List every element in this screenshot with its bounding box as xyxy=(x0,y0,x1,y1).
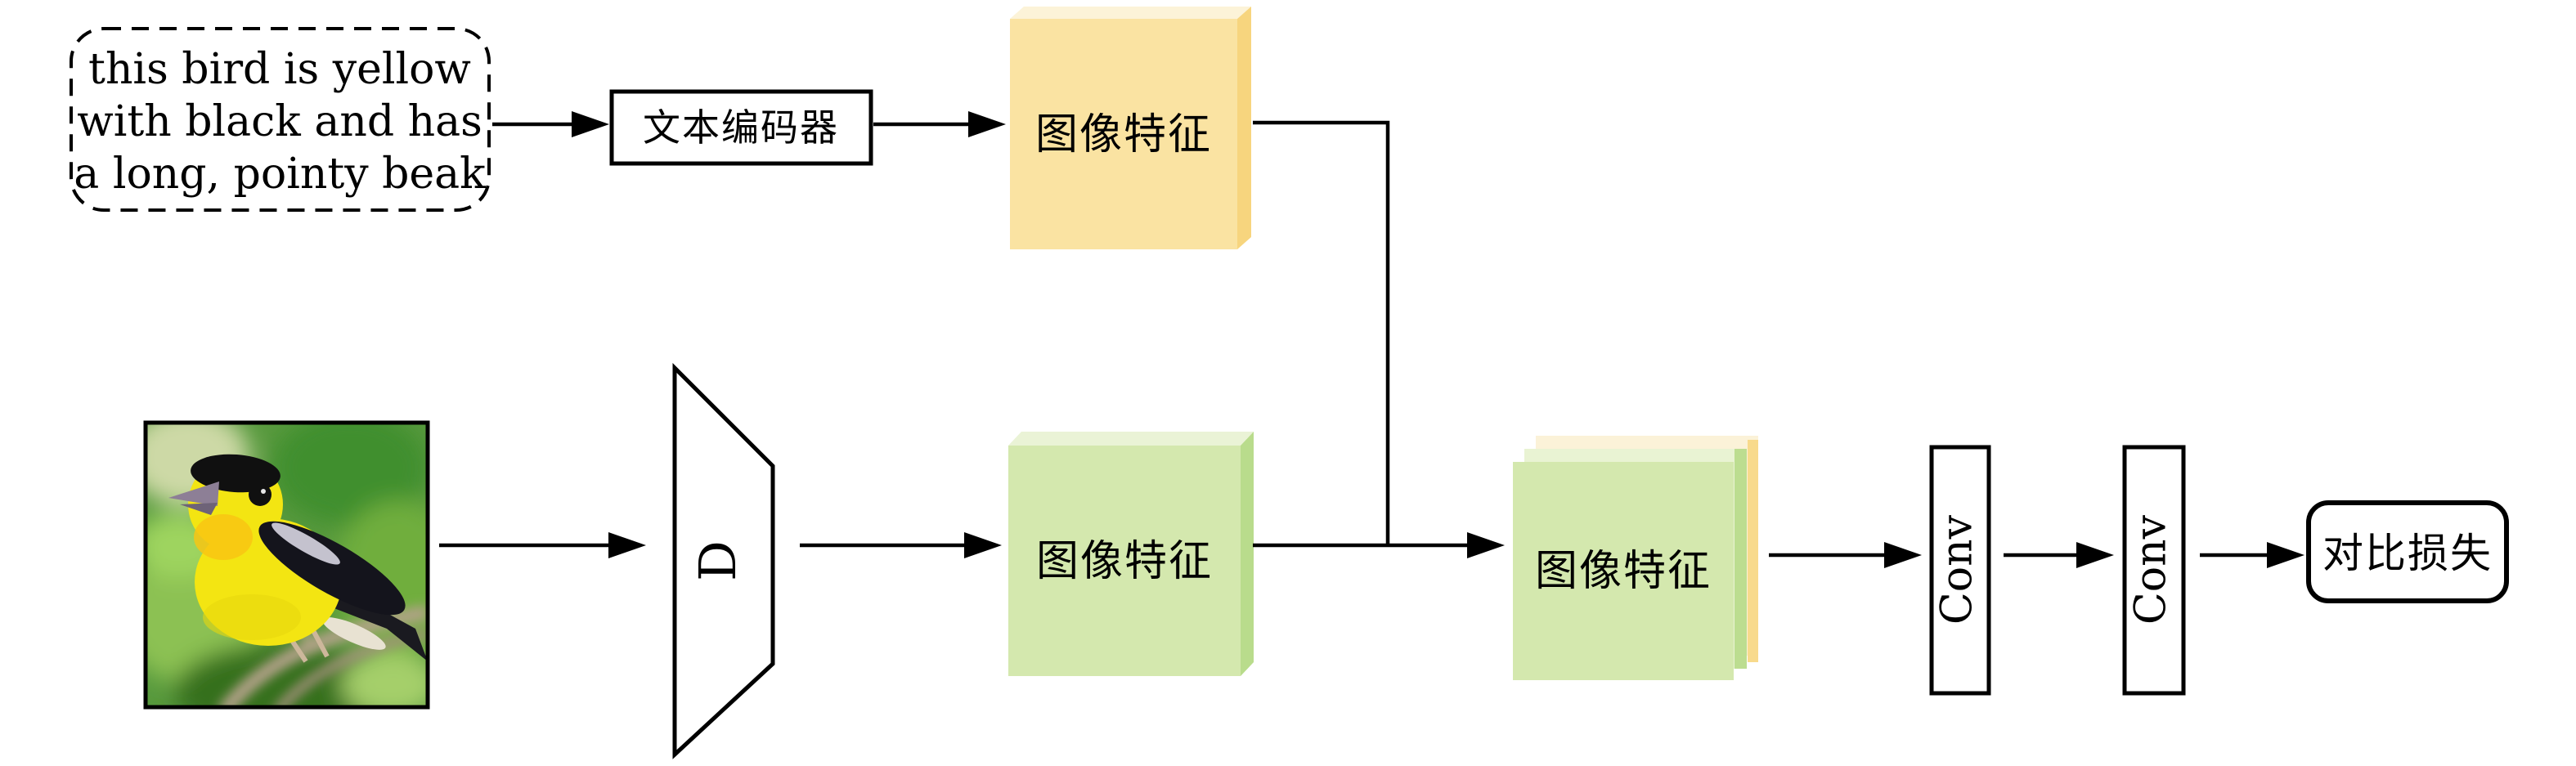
arrow-conv2-to-loss xyxy=(2200,542,2304,568)
text-features-side-face xyxy=(1237,7,1251,249)
fused-back-sheet-side xyxy=(1748,440,1758,662)
text-features-box: 图像特征 xyxy=(1010,7,1251,249)
contrastive-loss-label: 对比损失 xyxy=(2322,530,2493,577)
text-features-front-face xyxy=(1010,19,1237,249)
arrowhead xyxy=(1467,532,1505,558)
text-features-connector-line xyxy=(1253,120,1390,544)
fused-front-face xyxy=(1513,462,1734,680)
arrowhead xyxy=(2267,542,2304,568)
fused-middle-sheet-side xyxy=(1735,449,1747,669)
caption-line-2: with black and has xyxy=(77,97,482,146)
image-features-label: 图像特征 xyxy=(1036,537,1213,586)
text-encoder-label: 文本编码器 xyxy=(643,105,839,150)
image-features-front-face xyxy=(1008,446,1241,676)
text-encoder-box xyxy=(609,89,873,166)
text-features-label: 图像特征 xyxy=(1035,110,1212,159)
bird-image xyxy=(143,420,430,710)
conv2-box: Conv xyxy=(2122,445,2186,696)
arrowhead xyxy=(608,532,646,558)
discriminator-trapezoid: D xyxy=(672,362,775,759)
fused-features-label: 图像特征 xyxy=(1535,547,1712,596)
arrowhead xyxy=(572,111,609,137)
text-features-top-face xyxy=(1010,7,1251,19)
arrowhead xyxy=(964,532,1002,558)
conv1-label: Conv xyxy=(1933,514,1982,625)
discriminator-label: D xyxy=(688,540,747,581)
bird-figure xyxy=(168,454,428,663)
arrowhead xyxy=(2076,542,2114,568)
arrow-encoder-to-text-features xyxy=(873,111,1006,137)
arrowhead xyxy=(1884,542,1922,568)
arrow-caption-to-encoder xyxy=(492,111,609,137)
caption-line-1: this bird is yellow xyxy=(88,45,471,94)
image-features-top-face xyxy=(1008,432,1254,446)
arrow-image-features-to-fused xyxy=(1253,532,1505,558)
conv2-label: Conv xyxy=(2127,514,2176,625)
caption-box xyxy=(70,27,491,212)
contrastive-loss-box: 对比损失 xyxy=(2306,500,2509,603)
bird-image-frame xyxy=(143,420,430,710)
arrowhead xyxy=(968,111,1006,137)
arrow-fused-to-conv1 xyxy=(1769,542,1922,568)
image-features-side-face xyxy=(1241,432,1254,676)
caption-line-3: a long, pointy beak xyxy=(74,150,486,199)
arrow-conv1-to-conv2 xyxy=(2004,542,2114,568)
arrow-discriminator-to-image-features xyxy=(800,532,1002,558)
conv1-box: Conv xyxy=(1929,445,1991,696)
fused-features-box: 图像特征 xyxy=(1513,436,1758,680)
arrow-bird-to-discriminator xyxy=(439,532,646,558)
image-features-box: 图像特征 xyxy=(1008,432,1254,676)
